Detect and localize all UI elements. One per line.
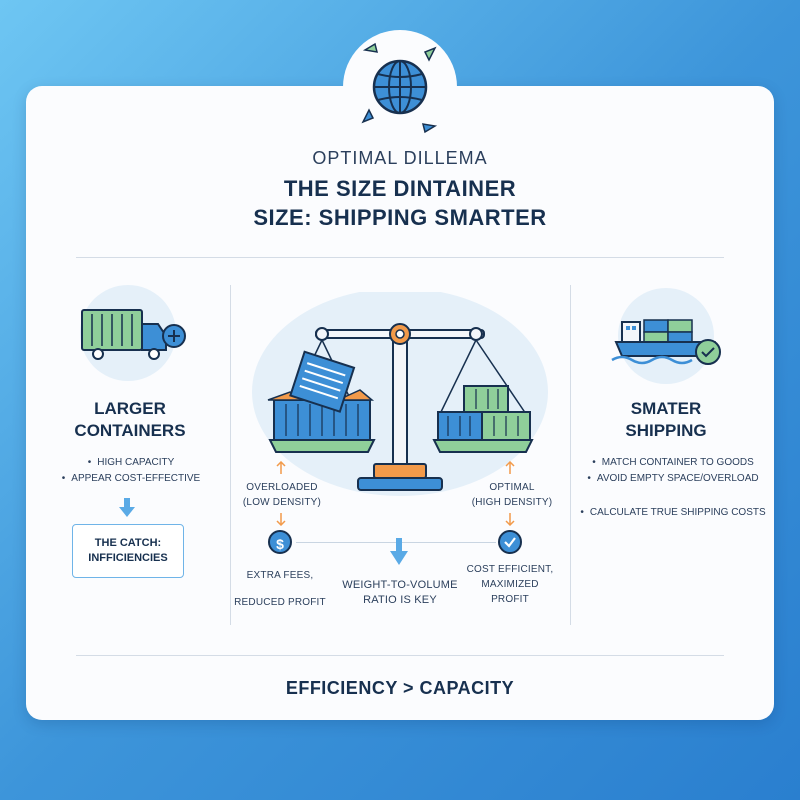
arrow-down-icon [390,538,408,565]
arrow-down-icon [119,498,135,517]
right-state-label: OPTIMAL (HIGH DENSITY) [471,482,553,508]
ratio-label: WEIGHT-TO-VOLUME RATIO IS KEY [342,579,458,606]
arrow-icon [362,42,379,53]
page-title-line2: SIZE: SHIPPING SMARTER [253,205,547,230]
arrow-up-icon [276,461,286,474]
list-item: AVOID EMPTY SPACE/OVERLOAD [580,471,766,487]
truck-icon [81,309,186,360]
arrow-up-icon [505,461,515,474]
right-column-title: SMATER SHIPPING [625,399,707,440]
checkmark-icon [498,530,522,554]
column-divider-left [230,285,231,625]
list-item: APPEAR COST-EFFECTIVE [56,471,206,487]
left-state-label: OVERLOADED (LOW DENSITY) [242,482,322,508]
dollar-icon: $ [268,530,292,554]
right-result-label: COST EFFICIENT, MAXIMIZED PROFIT [466,564,554,605]
list-item: HIGH CAPACITY [56,455,206,471]
footer-divider [76,655,724,656]
arrow-icon [361,108,375,124]
page-title-line1: THE SIZE DINTAINER [283,176,517,201]
left-bullets: HIGH CAPACITY APPEAR COST-EFFECTIVE [56,455,206,487]
globe-badge [343,30,457,144]
arrow-icon [421,123,438,134]
right-bullets: MATCH CONTAINER TO GOODS AVOID EMPTY SPA… [580,455,766,521]
plus-icon [162,324,186,348]
arrow-down-icon [276,513,286,526]
list-item: CALCULATE TRUE SHIPPING COSTS [580,505,766,521]
globe-icon [361,42,438,134]
column-divider-right [570,285,571,625]
arrow-icon [423,46,437,62]
left-result-label: EXTRA FEES, REDUCED PROFIT [234,570,326,608]
header-divider [76,257,724,258]
footer-tagline: EFFICIENCY > CAPACITY [285,678,515,698]
left-column-title: LARGER CONTAINERS [74,399,186,440]
catch-box: THE CATCH: INFFICIENCIES [72,524,184,578]
cargo-ship-icon [611,319,721,365]
list-item: MATCH CONTAINER TO GOODS [580,455,766,471]
balance-scale-icon [252,292,548,496]
arrow-down-icon [505,513,515,526]
page-subtitle: OPTIMAL DILLEMA [312,148,488,168]
